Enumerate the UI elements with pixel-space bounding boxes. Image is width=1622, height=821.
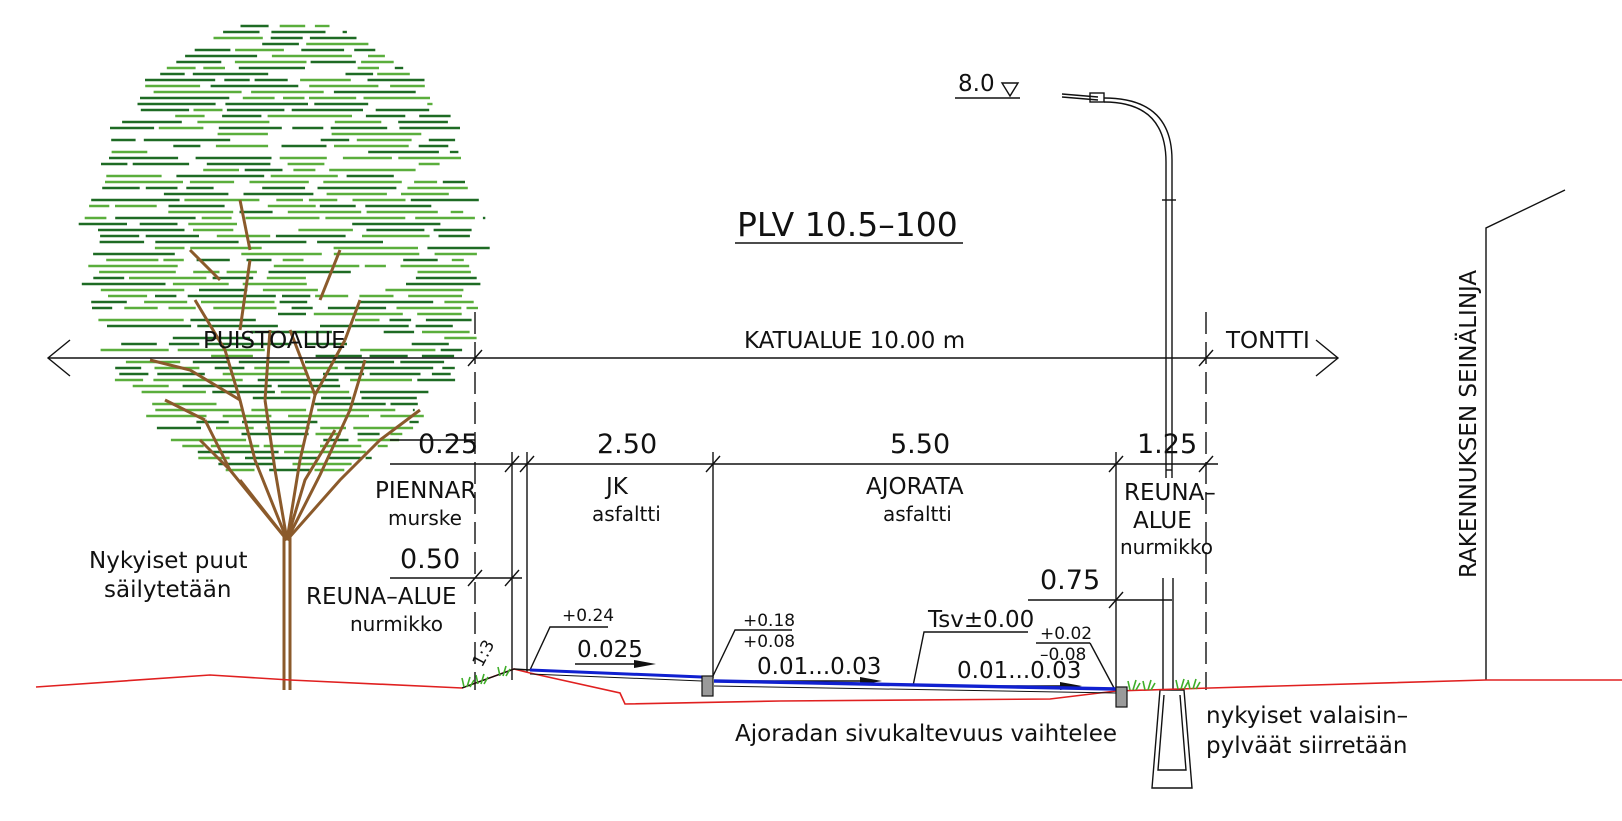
- section-reuna-right-name-2: ALUE: [1133, 508, 1192, 534]
- slope-ajorata-right-label: 0.01...0.03: [957, 658, 1081, 684]
- level-curb-top: +0.18: [743, 611, 795, 631]
- section-piennar-name: PIENNAR: [375, 478, 476, 504]
- jk-pavement: [529, 668, 703, 679]
- zone-dimension-line: [46, 312, 1340, 690]
- section-reuna-left-name: REUNA–ALUE: [306, 584, 457, 610]
- level-jk-edge: +0.24: [562, 606, 614, 626]
- building-wall-line: [1485, 189, 1566, 680]
- embankment-slope-label: 1:3: [469, 637, 500, 671]
- width-dimension-line: [390, 439, 1218, 690]
- section-jk-name: JK: [604, 474, 629, 500]
- zone-label-puistoalue: PUISTOALUE: [203, 328, 346, 354]
- note-poles-line-2: pylväät siirretään: [1206, 733, 1407, 759]
- width-piennar: 0.25: [418, 429, 478, 460]
- building-line-label: RAKENNUKSEN SEINÄLINJA: [1454, 270, 1482, 578]
- section-ajorata-material: asfaltti: [883, 502, 952, 526]
- curb-stone-left: [701, 675, 714, 697]
- level-right-top: +0.02: [1040, 624, 1092, 644]
- section-reuna-left-material: nurmikko: [350, 612, 443, 636]
- section-piennar-material: murske: [388, 506, 462, 530]
- note-trees-line-2: säilytetään: [104, 577, 231, 603]
- elevation-triangle-icon: [1000, 82, 1020, 98]
- note-slope: Ajoradan sivukaltevuus vaihtelee: [735, 721, 1117, 747]
- section-jk-material: asfaltti: [592, 502, 661, 526]
- level-curb-leader: [712, 629, 740, 677]
- width-reuna-left: 0.50: [400, 544, 460, 575]
- curb-stone-right: [1115, 686, 1128, 708]
- ajorata-pavement: [713, 679, 1117, 691]
- level-jk-leader: [529, 626, 608, 671]
- level-tsv: Tsv±0.00: [927, 607, 1034, 633]
- section-ajorata-name: AJORATA: [866, 474, 964, 500]
- slope-jk-label: 0.025: [577, 637, 643, 663]
- width-jk: 2.50: [597, 429, 657, 460]
- width-ajorata: 5.50: [890, 429, 950, 460]
- tree: [78, 24, 490, 690]
- level-right-leader: [1089, 642, 1115, 689]
- pavement-structure: [461, 668, 1128, 708]
- section-reuna-right-name-1: REUNA–: [1124, 480, 1216, 506]
- slope-ajorata-left-label: 0.01...0.03: [757, 654, 881, 680]
- width-reuna-right: 1.25: [1137, 429, 1197, 460]
- section-reuna-right-material: nurmikko: [1120, 535, 1213, 559]
- elevation-label: 8.0: [958, 71, 995, 97]
- slope-jk-arrow-icon: [575, 660, 656, 668]
- note-trees-line-1: Nykyiset puut: [89, 548, 248, 574]
- existing-ground-line: [35, 668, 1622, 705]
- drawing-title: PLV 10.5–100: [737, 205, 958, 244]
- level-tsv-leader: [912, 631, 1028, 687]
- level-right-bottom: –0.08: [1040, 645, 1086, 665]
- street-light: [1061, 92, 1193, 789]
- tree-foliage: [78, 24, 490, 472]
- grass-tufts: [461, 665, 1201, 691]
- zone-label-tontti: TONTTI: [1225, 328, 1310, 354]
- embankment-line: [461, 668, 531, 689]
- level-curb-bottom: +0.08: [743, 632, 795, 652]
- note-poles-line-1: nykyiset valaisin–: [1206, 703, 1408, 729]
- tree-branches: [149, 199, 421, 690]
- zone-label-katualue: KATUALUE 10.00 m: [744, 328, 965, 354]
- width-pole-offset: 0.75: [1040, 565, 1100, 596]
